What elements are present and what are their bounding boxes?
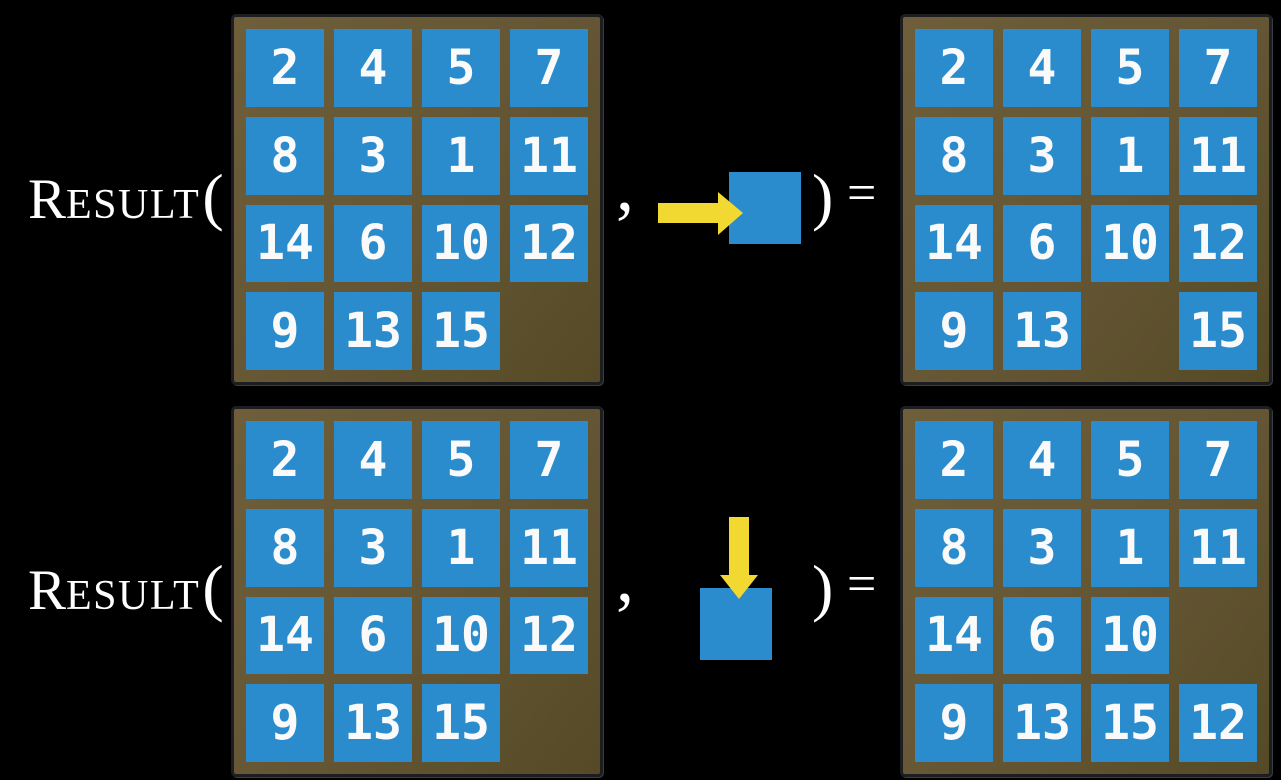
puzzle-tile-15: 15: [422, 684, 500, 762]
puzzle-tile-8: 8: [246, 116, 324, 195]
open-paren: (: [202, 552, 224, 623]
puzzle-tile-13: 13: [1003, 292, 1081, 370]
function-initial: R: [28, 559, 67, 622]
puzzle-tile-12: 12: [1179, 684, 1257, 762]
puzzle-tile-14: 14: [915, 596, 993, 675]
comma: ,: [616, 537, 634, 617]
puzzle-tile-2: 2: [915, 29, 993, 107]
puzzle-tile-2: 2: [915, 421, 993, 499]
puzzle-tile-11: 11: [1179, 116, 1257, 195]
puzzle-tile-2: 2: [246, 29, 324, 107]
puzzle-tile-10: 10: [422, 596, 500, 675]
puzzle-tile-1: 1: [1091, 508, 1169, 587]
puzzle-tile-9: 9: [246, 292, 324, 370]
puzzle-tile-13: 13: [334, 684, 412, 762]
puzzle-tile-2: 2: [246, 421, 324, 499]
close-paren: ): [812, 161, 834, 232]
puzzle-tile-11: 11: [510, 508, 588, 587]
empty-cell: [1179, 597, 1257, 675]
puzzle-tile-4: 4: [1003, 421, 1081, 499]
puzzle-tile-12: 12: [510, 596, 588, 675]
puzzle-tile-7: 7: [510, 421, 588, 499]
moved-tile-square: [700, 588, 772, 660]
puzzle-tile-5: 5: [422, 421, 500, 499]
puzzle-tile-5: 5: [1091, 29, 1169, 107]
puzzle-tile-3: 3: [1003, 116, 1081, 195]
puzzle-tile-3: 3: [334, 508, 412, 587]
puzzle-tile-4: 4: [334, 421, 412, 499]
open-paren: (: [202, 161, 224, 232]
puzzle-tile-4: 4: [334, 29, 412, 107]
function-rest: ESULT: [66, 573, 201, 619]
result-function-label: R ESULT (: [28, 556, 224, 620]
puzzle-tile-9: 9: [915, 292, 993, 370]
puzzle-tile-10: 10: [1091, 204, 1169, 283]
close-paren: ): [812, 552, 834, 623]
function-initial: R: [28, 168, 67, 231]
puzzle-tile-3: 3: [334, 116, 412, 195]
puzzle-tile-7: 7: [1179, 421, 1257, 499]
puzzle-tile-6: 6: [1003, 596, 1081, 675]
slide-tile-down-icon: [720, 517, 758, 599]
puzzle-tile-8: 8: [246, 508, 324, 587]
puzzle-tile-15: 15: [422, 292, 500, 370]
puzzle-tile-13: 13: [1003, 684, 1081, 762]
comma: ,: [616, 146, 634, 226]
slide-tile-right-icon: [658, 192, 743, 235]
puzzle-tile-14: 14: [915, 204, 993, 283]
arrow-shaft: [658, 203, 718, 223]
puzzle-tile-12: 12: [510, 204, 588, 283]
equals-sign: =: [847, 165, 877, 222]
puzzle-tile-6: 6: [334, 596, 412, 675]
puzzle-tile-1: 1: [422, 508, 500, 587]
puzzle-tile-10: 10: [422, 204, 500, 283]
puzzle-tile-11: 11: [1179, 508, 1257, 587]
puzzle-tile-7: 7: [510, 29, 588, 107]
puzzle-tile-13: 13: [334, 292, 412, 370]
puzzle-tile-3: 3: [1003, 508, 1081, 587]
puzzle-tile-14: 14: [246, 596, 324, 675]
puzzle-tile-4: 4: [1003, 29, 1081, 107]
function-rest: ESULT: [66, 182, 201, 228]
puzzle-tile-10: 10: [1091, 596, 1169, 675]
puzzle-tile-7: 7: [1179, 29, 1257, 107]
puzzle-tile-15: 15: [1179, 292, 1257, 370]
arrow-head: [718, 192, 743, 235]
puzzle-tile-1: 1: [422, 116, 500, 195]
puzzle-tile-6: 6: [1003, 204, 1081, 283]
empty-cell: [510, 684, 588, 762]
puzzle-tile-6: 6: [334, 204, 412, 283]
result-function-label: R ESULT (: [28, 165, 224, 229]
puzzle-tile-14: 14: [246, 204, 324, 283]
puzzle-tile-12: 12: [1179, 204, 1257, 283]
puzzle-tile-8: 8: [915, 508, 993, 587]
arrow-shaft: [729, 517, 749, 577]
equals-sign: =: [847, 556, 877, 613]
puzzle-tile-11: 11: [510, 116, 588, 195]
puzzle-tile-9: 9: [246, 684, 324, 762]
puzzle-tile-9: 9: [915, 684, 993, 762]
puzzle-tile-8: 8: [915, 116, 993, 195]
puzzle-tile-15: 15: [1091, 684, 1169, 762]
arrow-head: [720, 575, 758, 599]
puzzle-tile-5: 5: [1091, 421, 1169, 499]
puzzle-tile-5: 5: [422, 29, 500, 107]
puzzle-tile-1: 1: [1091, 116, 1169, 195]
